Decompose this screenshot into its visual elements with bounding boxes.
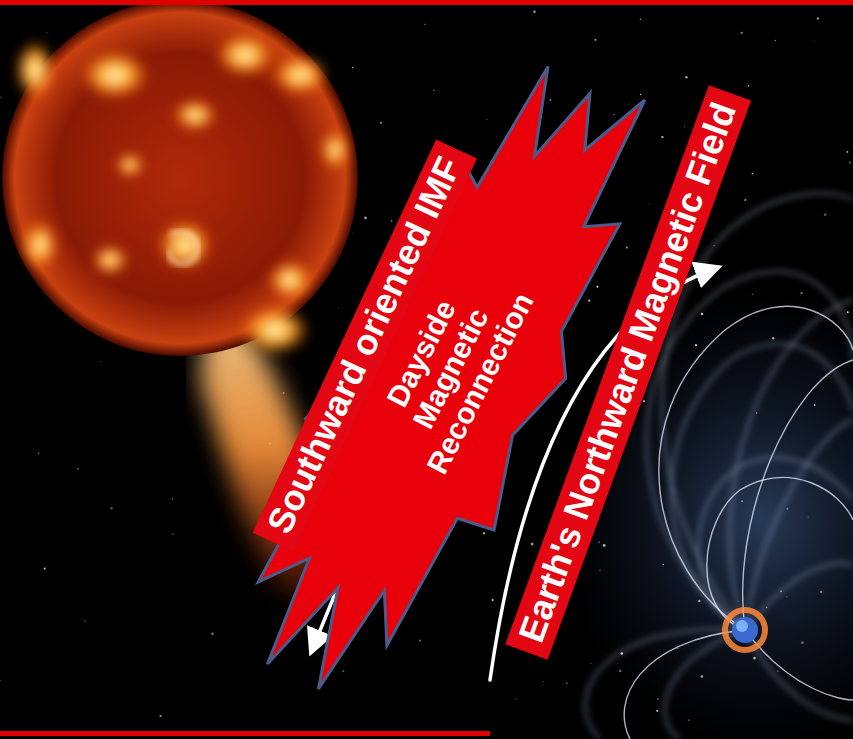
top-bar <box>0 0 853 5</box>
star-dot <box>661 136 663 138</box>
star-dot <box>160 715 162 717</box>
star-dot <box>752 173 754 175</box>
star-dot <box>38 453 39 454</box>
star-dot <box>380 122 382 124</box>
star-dot <box>110 507 113 510</box>
star-dot <box>748 85 749 86</box>
star-dot <box>775 40 777 42</box>
star-dot <box>594 39 596 41</box>
star-dot <box>588 299 590 301</box>
star-dot <box>342 670 344 672</box>
bottom-bar <box>0 731 490 736</box>
star-dot <box>77 468 79 470</box>
star-dot <box>172 534 173 535</box>
star-dot <box>391 220 392 221</box>
star-dot <box>516 698 517 699</box>
star-dot <box>613 114 614 115</box>
star-dot <box>817 17 819 19</box>
star-dot <box>741 32 743 34</box>
star-dot <box>685 76 688 79</box>
star-dot <box>800 292 802 294</box>
star-dot <box>531 543 534 546</box>
star-dot <box>44 568 46 570</box>
star-dot <box>364 217 367 220</box>
star-dot <box>550 99 552 101</box>
star-dot <box>648 203 650 205</box>
star-dot <box>596 286 598 288</box>
star-dot <box>813 41 815 43</box>
star-dot <box>421 89 423 91</box>
star-dot <box>338 307 340 309</box>
star-dot <box>433 90 434 91</box>
star-dot <box>486 119 487 120</box>
star-dot <box>533 11 535 13</box>
star-dot <box>744 199 746 201</box>
star-dot <box>352 232 354 234</box>
star-dot <box>640 19 641 20</box>
star-dot <box>483 532 485 534</box>
star-dot <box>684 126 686 128</box>
star-dot <box>419 640 421 642</box>
star-dot <box>849 162 851 164</box>
star-dot <box>590 663 591 664</box>
star-dot <box>46 32 48 34</box>
star-dot <box>424 24 425 25</box>
star-dot <box>492 599 494 601</box>
star-dot <box>84 620 85 621</box>
star-dot <box>846 151 848 153</box>
star-dot <box>626 246 628 248</box>
star-dot <box>824 213 827 216</box>
star-dot <box>0 680 1 681</box>
star-dot <box>283 392 285 394</box>
star-dot <box>542 680 544 682</box>
star-dot <box>211 632 213 634</box>
star-dot <box>0 97 2 99</box>
star-dot <box>100 361 102 363</box>
star-dot <box>352 67 353 68</box>
star-dot <box>640 94 641 95</box>
star-dot <box>566 682 568 684</box>
star-dot <box>172 498 173 499</box>
